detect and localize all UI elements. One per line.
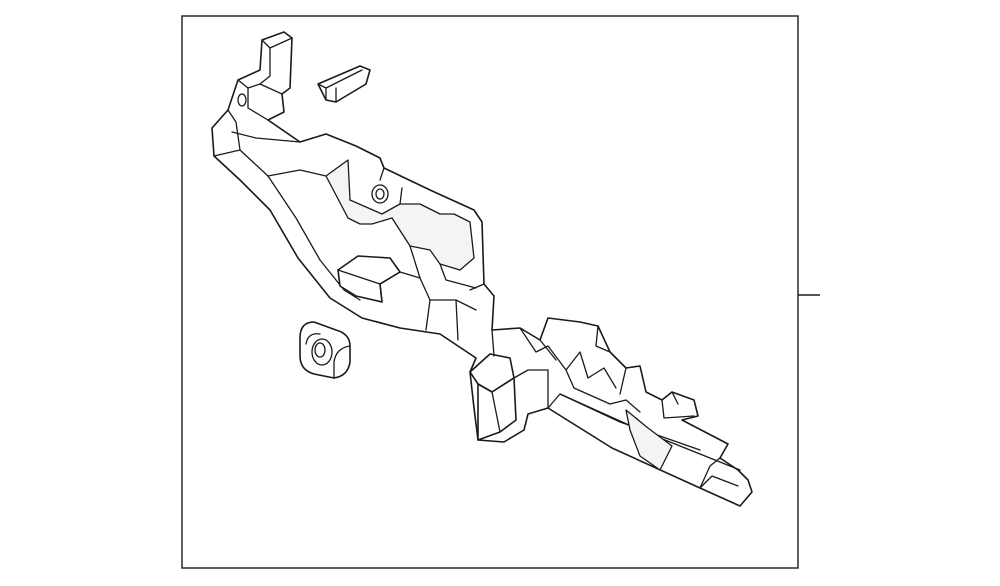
bracket-assembly-icon	[211, 31, 753, 507]
square-nut-icon	[299, 321, 351, 379]
clip-icon	[317, 65, 371, 103]
diagram-frame	[181, 15, 799, 569]
